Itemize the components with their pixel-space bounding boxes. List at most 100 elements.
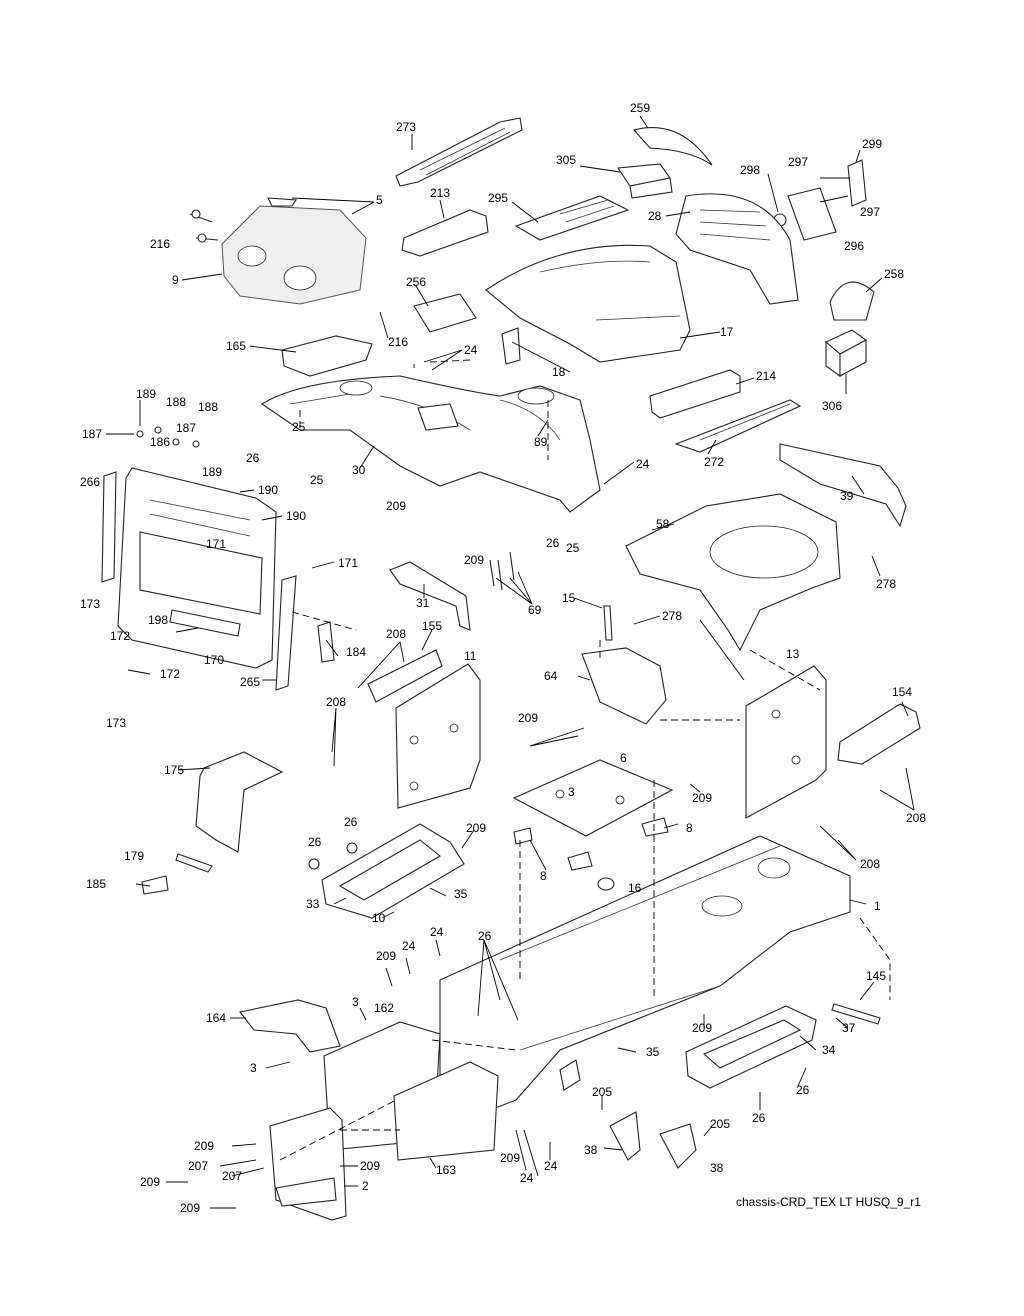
callout-190: 190 — [286, 509, 306, 523]
callout-173: 173 — [80, 597, 100, 611]
callout-305: 305 — [556, 153, 576, 167]
callout-208: 208 — [386, 627, 406, 641]
part-31-bracket — [389, 561, 471, 631]
part-6-plate — [512, 759, 674, 837]
callout-184: 184 — [346, 645, 366, 659]
part-18-strip — [501, 327, 521, 365]
callout-3: 3 — [352, 995, 359, 1009]
callout-185: 185 — [86, 877, 106, 891]
callout-10: 10 — [372, 911, 386, 925]
part-1-main-frame — [439, 835, 851, 1121]
part-258-lens — [829, 281, 875, 321]
callout-258: 258 — [884, 267, 904, 281]
callout-209: 209 — [360, 1159, 380, 1173]
callout-165: 165 — [226, 339, 246, 353]
callout-26: 26 — [546, 536, 560, 550]
callout-209: 209 — [518, 711, 538, 725]
callout-172: 172 — [110, 629, 130, 643]
part-256-cover — [413, 293, 477, 333]
callout-13: 13 — [786, 647, 800, 661]
part-11-frame-plate — [395, 663, 481, 809]
callout-214: 214 — [756, 369, 776, 383]
callout-37: 37 — [842, 1021, 856, 1035]
callout-15: 15 — [562, 591, 576, 605]
part-8-clip-b — [567, 851, 593, 871]
callout-24: 24 — [636, 457, 650, 471]
callout-25: 25 — [292, 420, 306, 434]
callout-labels: 273 259 305 299 298 297 297 5 213 295 28… — [80, 101, 926, 1215]
callout-26: 26 — [308, 835, 322, 849]
callout-154: 154 — [892, 685, 912, 699]
callout-26: 26 — [478, 929, 492, 943]
part-266-strip — [101, 471, 117, 583]
callout-179: 179 — [124, 849, 144, 863]
part-185-pedal — [141, 875, 169, 895]
callout-5: 5 — [376, 193, 383, 207]
callout-298: 298 — [740, 163, 760, 177]
callout-26: 26 — [752, 1111, 766, 1125]
callout-205: 205 — [592, 1085, 612, 1099]
callout-216: 216 — [388, 335, 408, 349]
callout-209: 209 — [386, 499, 406, 513]
callout-209: 209 — [140, 1175, 160, 1189]
callout-272: 272 — [704, 455, 724, 469]
callout-207: 207 — [188, 1159, 208, 1173]
part-15-pin — [603, 605, 613, 641]
callout-208: 208 — [326, 695, 346, 709]
callout-24: 24 — [520, 1171, 534, 1185]
callout-256: 256 — [406, 275, 426, 289]
callout-265: 265 — [240, 675, 260, 689]
callout-172: 172 — [160, 667, 180, 681]
part-295-vent — [514, 195, 630, 241]
part-164-plate — [239, 999, 341, 1053]
callout-11: 11 — [464, 649, 477, 663]
callout-171: 171 — [338, 556, 358, 570]
callout-299: 299 — [862, 137, 882, 151]
callout-213: 213 — [430, 186, 450, 200]
callout-17: 17 — [720, 325, 734, 339]
callout-8: 8 — [686, 821, 693, 835]
callout-205: 205 — [710, 1117, 730, 1131]
callout-297: 297 — [860, 205, 880, 219]
callout-171: 171 — [206, 537, 226, 551]
callout-35: 35 — [454, 887, 468, 901]
part-184-bracket — [317, 621, 335, 663]
callout-155: 155 — [422, 619, 442, 633]
callout-164: 164 — [206, 1011, 226, 1025]
callout-173: 173 — [106, 716, 126, 730]
callout-89: 89 — [534, 435, 548, 449]
part-28-housing — [675, 193, 799, 305]
callout-30: 30 — [352, 463, 366, 477]
callout-163: 163 — [436, 1163, 456, 1177]
callout-26: 26 — [796, 1083, 810, 1097]
callout-186: 186 — [150, 435, 170, 449]
callout-24: 24 — [464, 343, 478, 357]
part-165-tray — [281, 335, 373, 377]
part-155-bracket — [367, 649, 443, 703]
callout-3: 3 — [250, 1061, 257, 1075]
callout-187: 187 — [82, 427, 102, 441]
callout-24: 24 — [430, 925, 444, 939]
callout-35: 35 — [646, 1045, 660, 1059]
callout-306: 306 — [822, 399, 842, 413]
part-13-frame-plate — [745, 665, 827, 819]
callout-216: 216 — [150, 237, 170, 251]
callout-296: 296 — [844, 239, 864, 253]
callout-189: 189 — [202, 465, 222, 479]
part-145-rod — [831, 1003, 881, 1025]
callout-209: 209 — [180, 1201, 200, 1215]
callout-297: 297 — [788, 155, 808, 169]
callout-8: 8 — [540, 869, 547, 883]
part-154-bracket — [837, 703, 921, 765]
callout-190: 190 — [258, 483, 278, 497]
callout-31: 31 — [416, 596, 430, 610]
part-299-headlight — [847, 159, 867, 207]
part-16-bushing — [597, 877, 615, 891]
callout-209: 209 — [466, 821, 486, 835]
callout-209: 209 — [376, 949, 396, 963]
callout-34: 34 — [822, 1043, 836, 1057]
part-265-strip — [275, 575, 297, 691]
part-9-dash-console — [221, 205, 367, 305]
callout-278: 278 — [662, 609, 682, 623]
